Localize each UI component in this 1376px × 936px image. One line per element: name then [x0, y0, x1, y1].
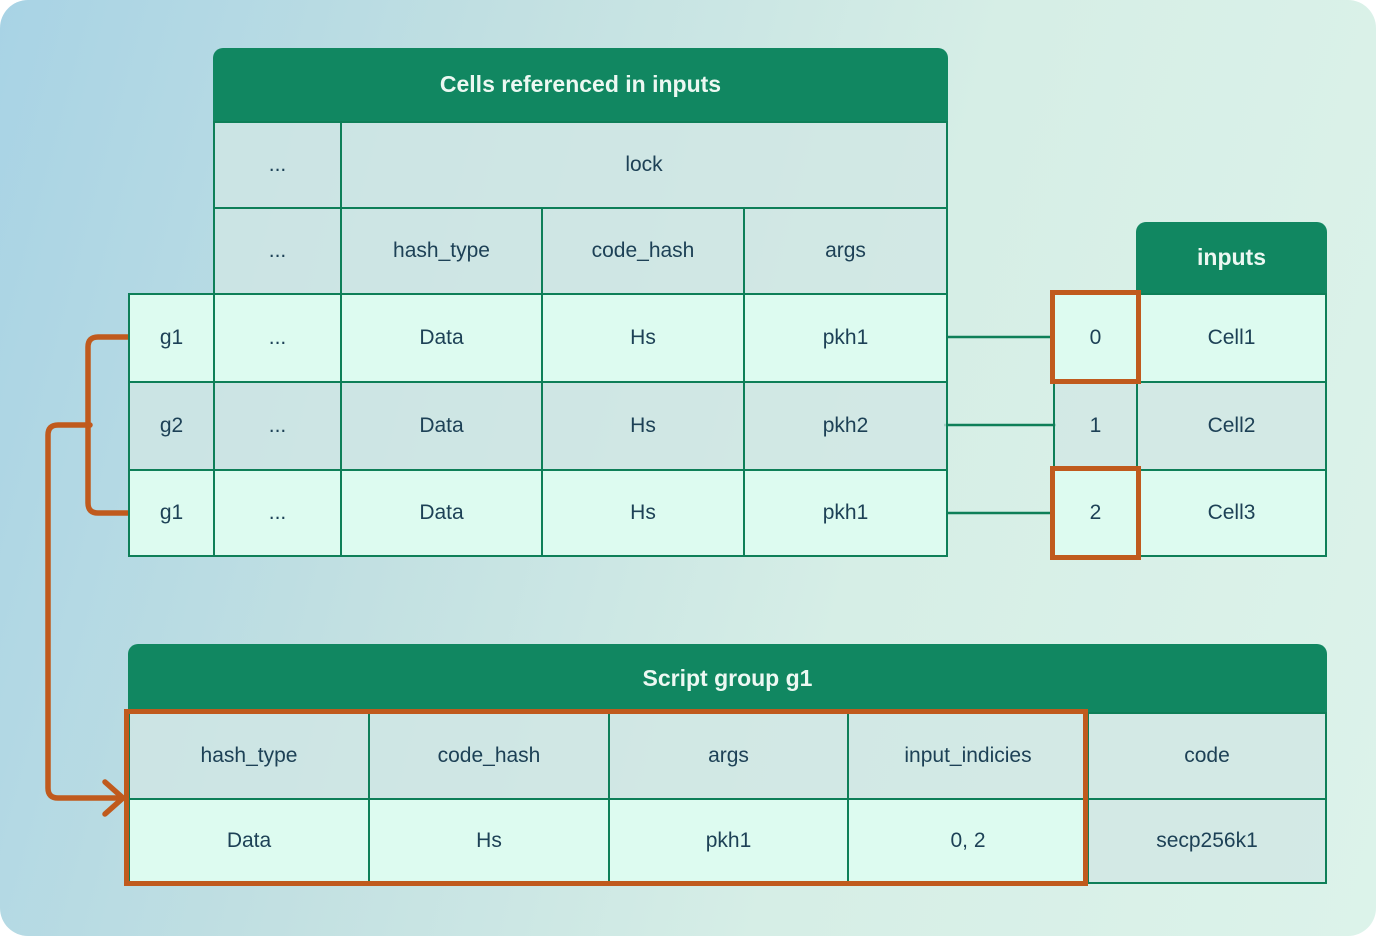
- group-cell: g2: [128, 381, 213, 469]
- inputs-table-title: inputs: [1136, 222, 1327, 293]
- script-group-header-row: hash_type code_hash args input_indicies …: [128, 712, 1327, 798]
- script-group-table-title: Script group g1: [128, 644, 1327, 712]
- hash-type-value-cell: Data: [340, 469, 541, 557]
- args-value-cell: pkh2: [743, 381, 948, 469]
- arrowhead-icon: [102, 779, 126, 817]
- table-row-g1-a: g1 ... Data Hs pkh1: [128, 293, 948, 381]
- input-row-2: 2 Cell3: [1053, 469, 1327, 557]
- hash-type-value-cell: Data: [340, 381, 541, 469]
- inputs-table: inputs 0 Cell1 1 Cell2 2 Cell3: [1053, 222, 1327, 557]
- code-hash-header-cell: code_hash: [541, 207, 743, 293]
- ellipsis-cell: ...: [213, 469, 340, 557]
- code-hash-header-cell: code_hash: [368, 712, 608, 798]
- g1-arrow-connector: [45, 422, 122, 801]
- hash-type-value-cell: Data: [340, 293, 541, 381]
- input-row-1: 1 Cell2: [1053, 381, 1327, 469]
- args-value-cell: pkh1: [743, 293, 948, 381]
- args-header-cell: args: [608, 712, 847, 798]
- table-row-g1-b: g1 ... Data Hs pkh1: [128, 469, 948, 557]
- input-index-cell: 2: [1053, 469, 1136, 557]
- code-hash-value-cell: Hs: [541, 381, 743, 469]
- code-hash-value-cell: Hs: [541, 293, 743, 381]
- ellipsis-cell: ...: [213, 381, 340, 469]
- ellipsis-cell: ...: [213, 207, 340, 293]
- group-cell: g1: [128, 293, 213, 381]
- hash-type-value-cell: Data: [128, 798, 368, 884]
- ellipsis-cell: ...: [213, 293, 340, 381]
- subheader-row: ... hash_type code_hash args: [213, 207, 948, 293]
- cells-referenced-table: Cells referenced in inputs ... lock ... …: [128, 48, 948, 557]
- input-index-cell: 1: [1053, 381, 1136, 469]
- lock-header-cell: lock: [340, 121, 948, 207]
- input-cell-name: Cell2: [1136, 381, 1327, 469]
- ellipsis-cell: ...: [213, 121, 340, 207]
- group-cell: g1: [128, 469, 213, 557]
- input-cell-name: Cell1: [1136, 293, 1327, 381]
- lock-row: ... lock: [213, 121, 948, 207]
- input-indicies-header-cell: input_indicies: [847, 712, 1087, 798]
- input-index-cell: 0: [1053, 293, 1136, 381]
- code-value-cell: secp256k1: [1087, 798, 1327, 884]
- code-header-cell: code: [1087, 712, 1327, 798]
- table-row-g2: g2 ... Data Hs pkh2: [128, 381, 948, 469]
- input-indicies-value-cell: 0, 2: [847, 798, 1087, 884]
- cells-referenced-table-title: Cells referenced in inputs: [213, 48, 948, 121]
- hash-type-header-cell: hash_type: [340, 207, 541, 293]
- code-hash-value-cell: Hs: [368, 798, 608, 884]
- args-header-cell: args: [743, 207, 948, 293]
- g1-bracket-connector: [85, 334, 133, 516]
- code-hash-value-cell: Hs: [541, 469, 743, 557]
- args-value-cell: pkh1: [743, 469, 948, 557]
- input-row-0: 0 Cell1: [1053, 293, 1327, 381]
- hash-type-header-cell: hash_type: [128, 712, 368, 798]
- input-cell-name: Cell3: [1136, 469, 1327, 557]
- script-group-value-row: Data Hs pkh1 0, 2 secp256k1: [128, 798, 1327, 884]
- args-value-cell: pkh1: [608, 798, 847, 884]
- script-group-table: Script group g1 hash_type code_hash args…: [128, 644, 1327, 884]
